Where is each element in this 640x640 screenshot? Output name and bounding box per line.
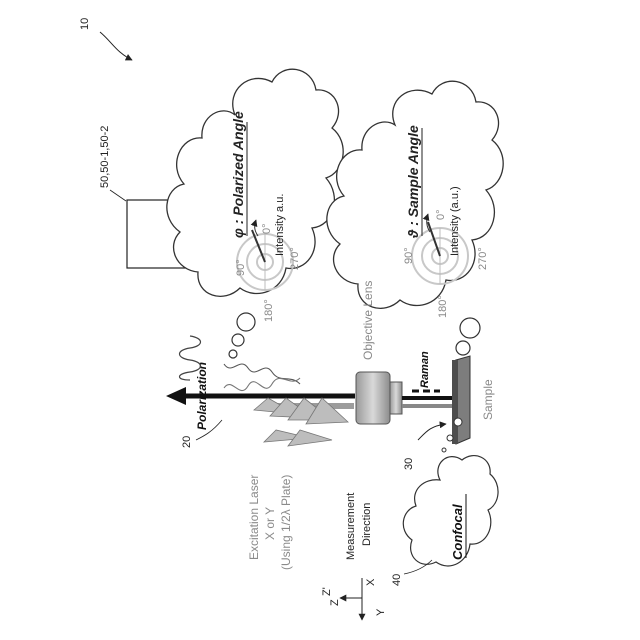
ref-label-box: 50,50-1,50-2	[99, 126, 111, 188]
polarization-arrowhead	[166, 387, 186, 405]
bot-270: 270°	[477, 247, 489, 270]
raman-label: Raman	[419, 351, 431, 388]
cloud-polarized-angle: φ : Polarized Angle Intensity a.u. 90° 0…	[167, 69, 343, 358]
intensity-label-top: Intensity a.u.	[274, 194, 286, 256]
ref-pointer-10	[100, 32, 132, 60]
petal-6	[288, 430, 332, 446]
sample-label: Sample	[481, 379, 495, 420]
helix-wave-b	[224, 378, 300, 391]
excitation-text-3: (Using 1/2λ Plate)	[279, 475, 293, 570]
top-90: 90°	[235, 259, 247, 276]
ring-near-sample-1	[454, 418, 462, 426]
axis-zp-label: Z'	[321, 587, 333, 596]
ring-near-sample-3	[442, 448, 446, 452]
top-180: 180°	[263, 299, 275, 322]
objective-lens-label: Objective Lens	[361, 281, 375, 360]
cloud-bottom-bubble-2	[456, 341, 470, 355]
excitation-text-2: X or Y	[263, 507, 277, 540]
excitation-text-1: Excitation Laser	[247, 475, 261, 560]
ref-label-40: 40	[391, 574, 403, 586]
polarized-angle-title: φ : Polarized Angle	[230, 111, 246, 238]
cloud-bottom-bubble-1	[460, 318, 480, 338]
axis-y-label: Y	[375, 608, 387, 616]
cloud-top-bubble-1	[237, 313, 255, 331]
cloud-top-bubble-2	[232, 334, 244, 346]
polarization-label: Polarization	[195, 362, 209, 430]
measurement-text-1: Measurement	[345, 493, 357, 560]
objective-lens	[356, 372, 402, 424]
cloud-sample-angle: ϑ : Sample Angle Intensity (a.u.) 90° 0°…	[327, 81, 503, 368]
ref-pointer-30	[418, 424, 446, 440]
confocal-label: Confocal	[450, 504, 465, 560]
top-0: 0°	[261, 223, 273, 234]
sample-face	[452, 360, 458, 444]
top-270: 270°	[289, 247, 301, 270]
ref-label-30: 30	[403, 458, 415, 470]
objective-lens-body	[356, 372, 390, 424]
objective-lens-tip	[390, 382, 402, 414]
ring-near-sample-2	[447, 435, 453, 441]
ref-label-20: 20	[181, 436, 193, 448]
bot-0: 0°	[435, 209, 447, 220]
bot-90: 90°	[403, 247, 415, 264]
ref-label-10: 10	[79, 18, 91, 30]
cloud-top-bubble-3	[229, 350, 237, 358]
axis-z-label: Z	[329, 599, 341, 606]
bot-180: 180°	[437, 295, 449, 318]
cloud-top-outline	[167, 69, 343, 296]
cloud-confocal: Confocal	[403, 456, 498, 566]
sample-stage	[452, 356, 470, 444]
ref-leader-box	[110, 190, 126, 201]
sample-angle-title: ϑ : Sample Angle	[405, 125, 421, 239]
measurement-text-2: Direction	[361, 503, 373, 546]
intensity-label-bottom: Intensity (a.u.)	[449, 186, 461, 256]
axis-x-label: X	[365, 578, 377, 586]
coordinate-axes: Z Z' X Y	[321, 578, 387, 620]
sample-plate	[456, 356, 470, 444]
